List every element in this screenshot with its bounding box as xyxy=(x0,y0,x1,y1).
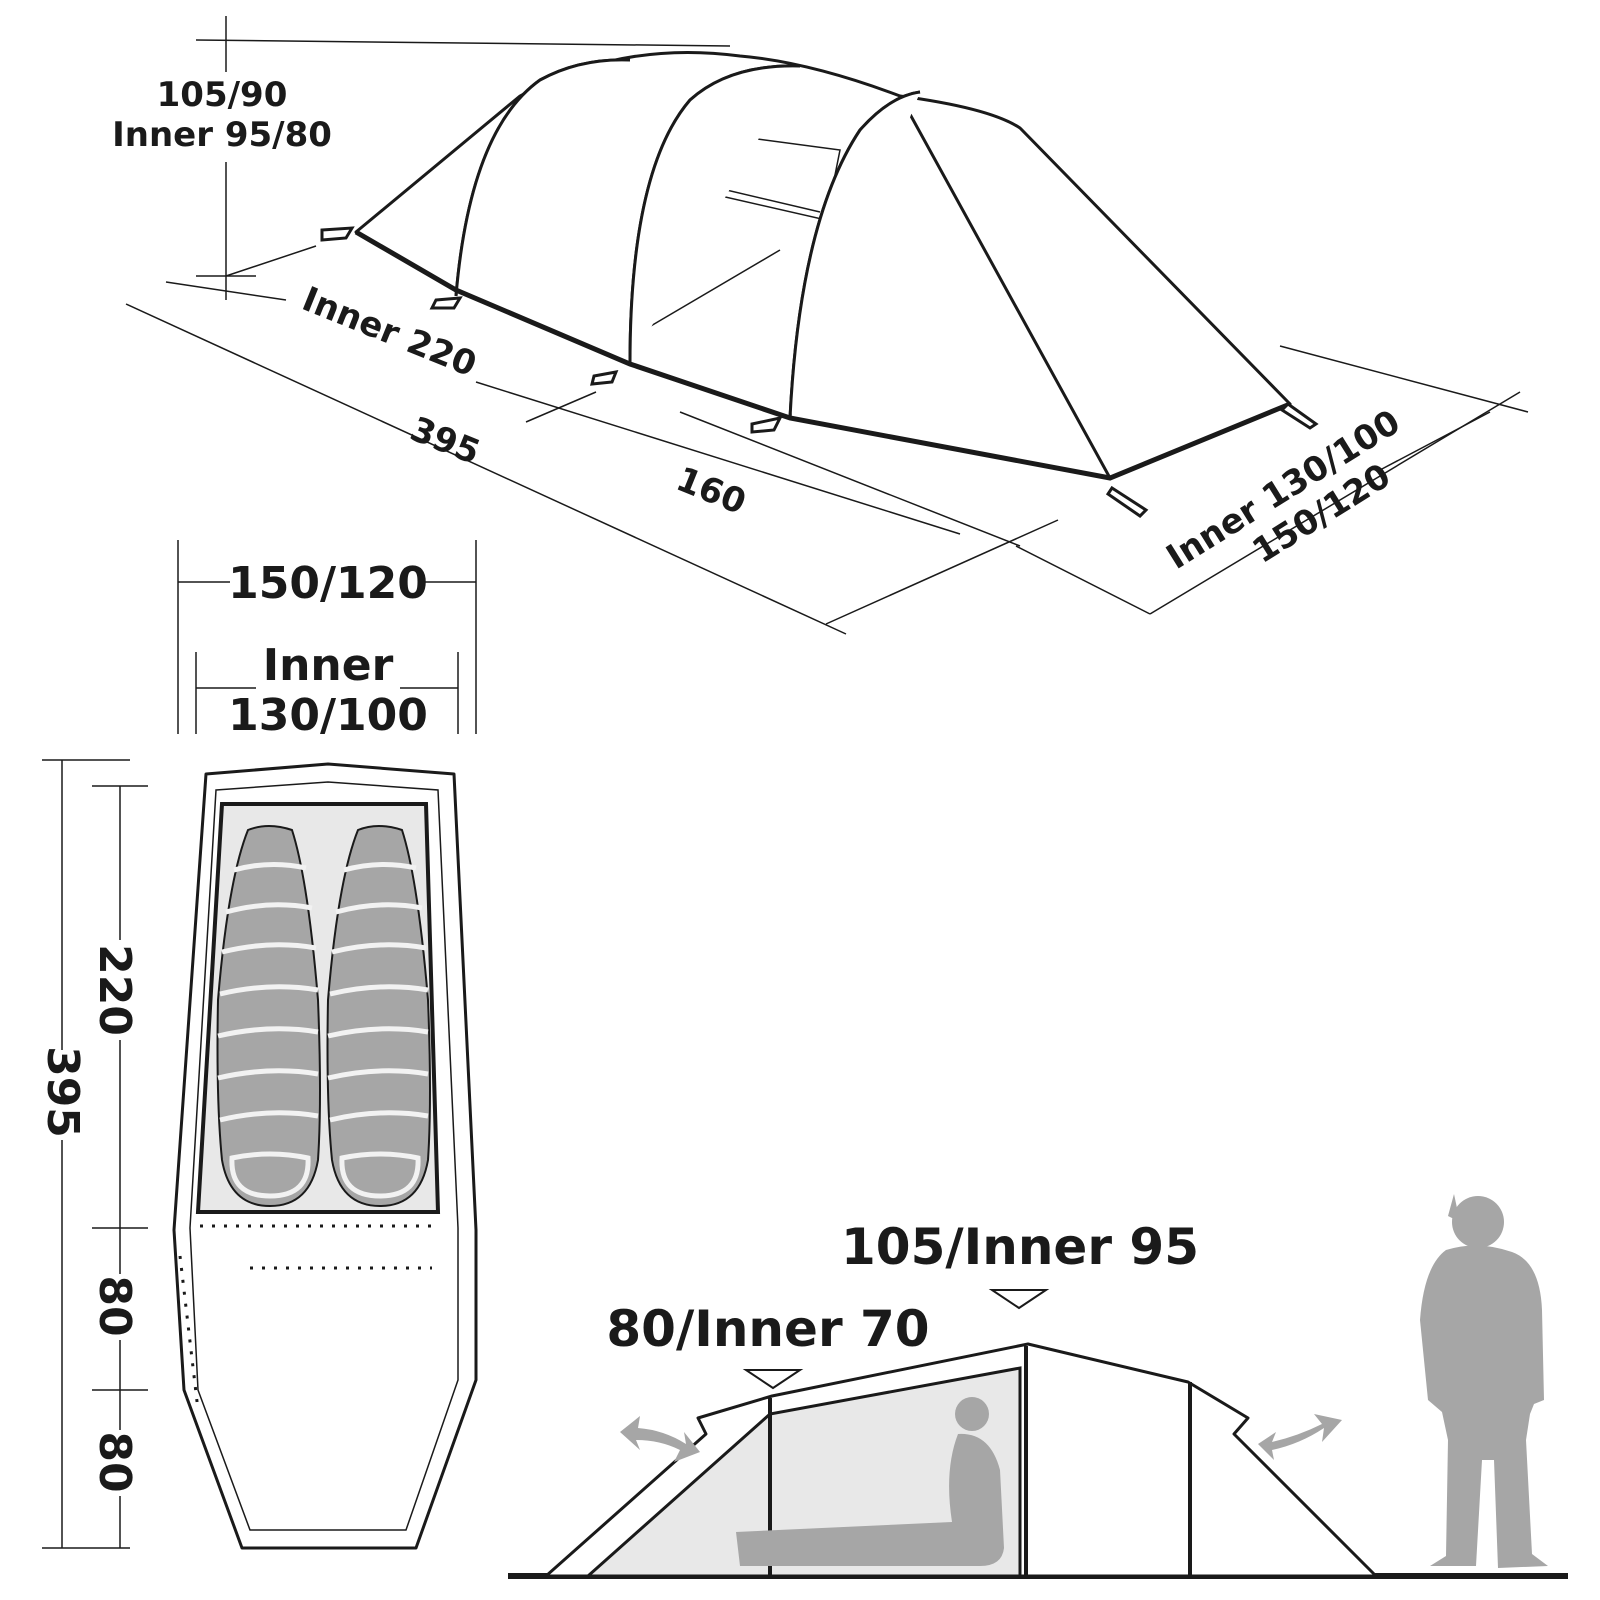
floorplan-view: 150/120 Inner 130/100 395 220 80 80 xyxy=(37,540,478,1550)
sleeping-bag-icon xyxy=(326,825,431,1208)
height-label: 105/90 xyxy=(157,75,288,115)
perspective-view: 105/90 Inner 95/80 Inner 220 395 160 Inn… xyxy=(112,16,1529,635)
side-view: 105/Inner 95 80/Inner 70 xyxy=(508,1194,1568,1579)
floor-section-b-label: 80 xyxy=(89,1431,140,1492)
floor-inner-width-label: 130/100 xyxy=(228,690,428,741)
height-inner-label: Inner 95/80 xyxy=(112,115,332,155)
floor-inner-word: Inner xyxy=(263,640,394,691)
peak-height-label: 105/Inner 95 xyxy=(841,1218,1199,1276)
person-sitting-icon xyxy=(736,1397,1004,1566)
floor-inner-length-label: 220 xyxy=(89,944,140,1036)
inner-length-label: Inner 220 xyxy=(297,279,482,385)
vestibule-label: 160 xyxy=(671,459,752,523)
total-length-label: 395 xyxy=(405,409,486,473)
floor-section-a-label: 80 xyxy=(89,1275,140,1336)
person-standing-icon xyxy=(1420,1194,1548,1568)
sleeping-bag-icon xyxy=(216,825,321,1208)
front-height-label: 80/Inner 70 xyxy=(606,1300,929,1358)
floor-width-label: 150/120 xyxy=(228,558,428,609)
floor-total-length-label: 395 xyxy=(37,1046,88,1138)
ventilation-arrow-icon xyxy=(620,1416,700,1462)
peg-icon xyxy=(320,226,1319,518)
ventilation-arrow-icon xyxy=(1258,1414,1342,1460)
